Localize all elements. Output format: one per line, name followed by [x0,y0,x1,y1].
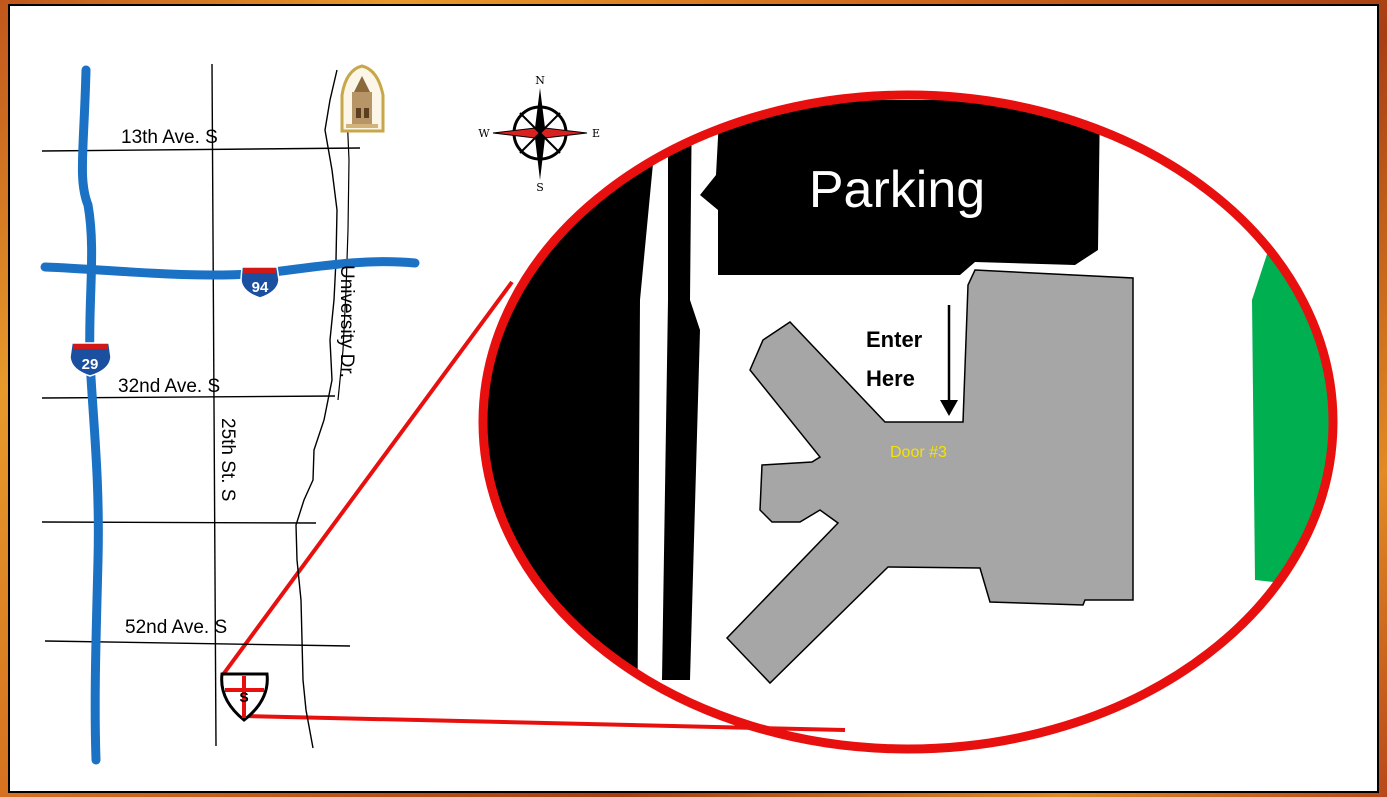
compass-s: S [536,181,544,194]
label-university-dr: University Dr. [336,265,357,378]
callout-line-upper [220,280,514,678]
street-52nd-ave [44,640,351,647]
interstate-29 [77,65,103,765]
inset-callout-oval [478,90,1338,754]
building [725,269,1134,685]
label-25th-st: 25th St. S [217,418,238,501]
compass-w: W [478,127,490,140]
church-logo-icon [340,64,385,133]
inset-road-left [483,95,660,749]
shield-letter: S [239,689,248,705]
i29-number: 29 [82,356,99,373]
enter-label-line2: Here [866,366,915,391]
interstate-29-shield-icon: 29 [69,342,112,377]
parking-label: Parking [809,161,985,219]
label-52nd-ave: 52nd Ave. S [125,617,227,638]
compass-rose-icon: N S E W [478,74,600,194]
enter-label-line1: Enter [866,327,923,352]
street-unnamed-ave [41,521,317,524]
label-13th-ave: 13th Ave. S [121,127,218,148]
street-university-dr [295,69,338,749]
inset-road-center [662,95,700,680]
callout-line-lower [244,714,846,732]
street-25th-st [211,63,217,747]
door-label: Door #3 [890,444,947,461]
label-32nd-ave: 32nd Ave. S [118,376,220,397]
street-13th-ave [41,147,361,152]
interstate-94 [40,257,420,280]
location-shield-marker-icon: S [220,672,269,722]
compass-e: E [592,127,600,140]
i94-number: 94 [252,279,269,296]
interstate-94-shield-icon: 94 [240,266,280,299]
compass-n: N [535,74,545,87]
enter-arrow-head [940,400,958,416]
parking-lot [700,100,1100,275]
